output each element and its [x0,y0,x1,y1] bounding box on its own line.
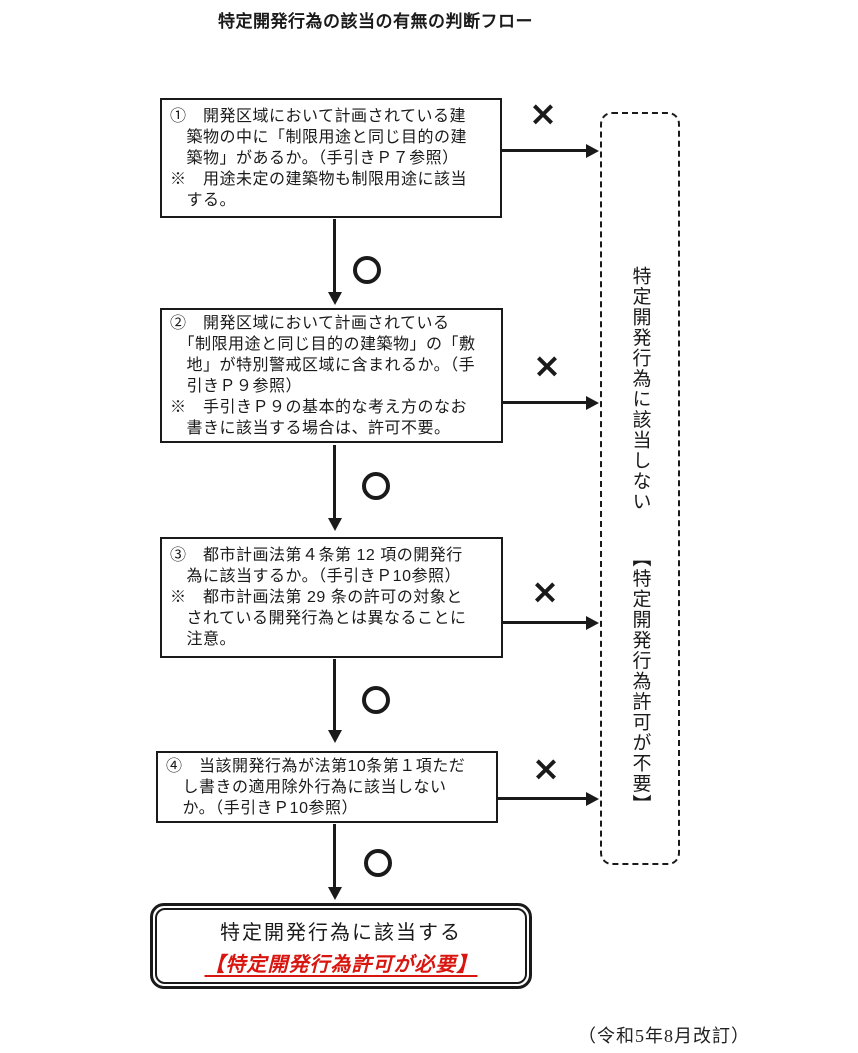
right-arrow-head-1 [586,144,599,158]
yes-circle-icon-1 [353,256,381,284]
no-cross-icon-4: × [531,749,561,789]
result-no-match-phrase2: 【特定開発行為許可が不要】 [629,548,651,815]
down-arrow-head-1 [328,292,342,305]
yes-circle-icon-3 [362,686,390,714]
step-text-3: ③ 都市計画法第４条第 12 項の開発行 為に該当するか。（手引きＰ10参照） … [170,547,467,648]
right-arrow-line-3 [503,621,587,624]
right-arrow-line-1 [502,149,587,152]
down-arrow-line-2 [333,445,336,519]
result-not-applicable-box: 特定開発行為に該当しない【特定開発行為許可が不要】 [600,112,680,865]
no-cross-icon-1: × [528,94,558,134]
result-match-line2: 【特定開発行為許可が必要】 [204,953,478,976]
step-box-1: ① 開発区域において計画されている建 築物の中に「制限用途と同じ目的の建 築物」… [160,98,502,218]
right-arrow-line-4 [498,797,587,800]
result-applicable-box: 特定開発行為に該当する 【特定開発行為許可が必要】 [150,903,532,989]
step-box-2: ② 開発区域において計画されている 「制限用途と同じ目的の建築物」の「敷 地」が… [160,308,503,443]
result-not-applicable-text: 特定開発行為に該当しない【特定開発行為許可が不要】 [627,266,654,815]
step-text-1: ① 開発区域において計画されている建 築物の中に「制限用途と同じ目的の建 築物」… [170,108,468,209]
result-applicable-inner: 特定開発行為に該当する 【特定開発行為許可が必要】 [155,908,527,984]
result-no-match-phrase1: 特定開発行為に該当しない [629,266,651,512]
step-text-2: ② 開発区域において計画されている 「制限用途と同じ目的の建築物」の「敷 地」が… [170,315,476,437]
result-match-line1: 特定開発行為に該当する [220,921,462,944]
no-cross-icon-2: × [532,346,562,386]
down-arrow-head-4 [328,887,342,900]
step-box-4: ④ 当該開発行為が法第10条第１項ただ し書きの適用除外行為に該当しない か。（… [156,751,498,823]
page-title: 特定開発行為の該当の有無の判断フロー [218,12,533,31]
down-arrow-head-2 [328,518,342,531]
revision-note: （令和5年8月改訂） [578,1026,750,1046]
down-arrow-head-3 [328,730,342,743]
right-arrow-line-2 [503,401,587,404]
right-arrow-head-3 [586,616,599,630]
step-text-4: ④ 当該開発行為が法第10条第１項ただ し書きの適用除外行為に該当しない か。（… [166,758,466,817]
step-box-3: ③ 都市計画法第４条第 12 項の開発行 為に該当するか。（手引きＰ10参照） … [160,537,503,658]
no-cross-icon-3: × [530,572,560,612]
down-arrow-line-3 [333,659,336,731]
down-arrow-line-4 [333,824,336,888]
down-arrow-line-1 [333,219,336,293]
right-arrow-head-2 [586,396,599,410]
yes-circle-icon-2 [362,472,390,500]
right-arrow-head-4 [586,792,599,806]
yes-circle-icon-4 [364,849,392,877]
